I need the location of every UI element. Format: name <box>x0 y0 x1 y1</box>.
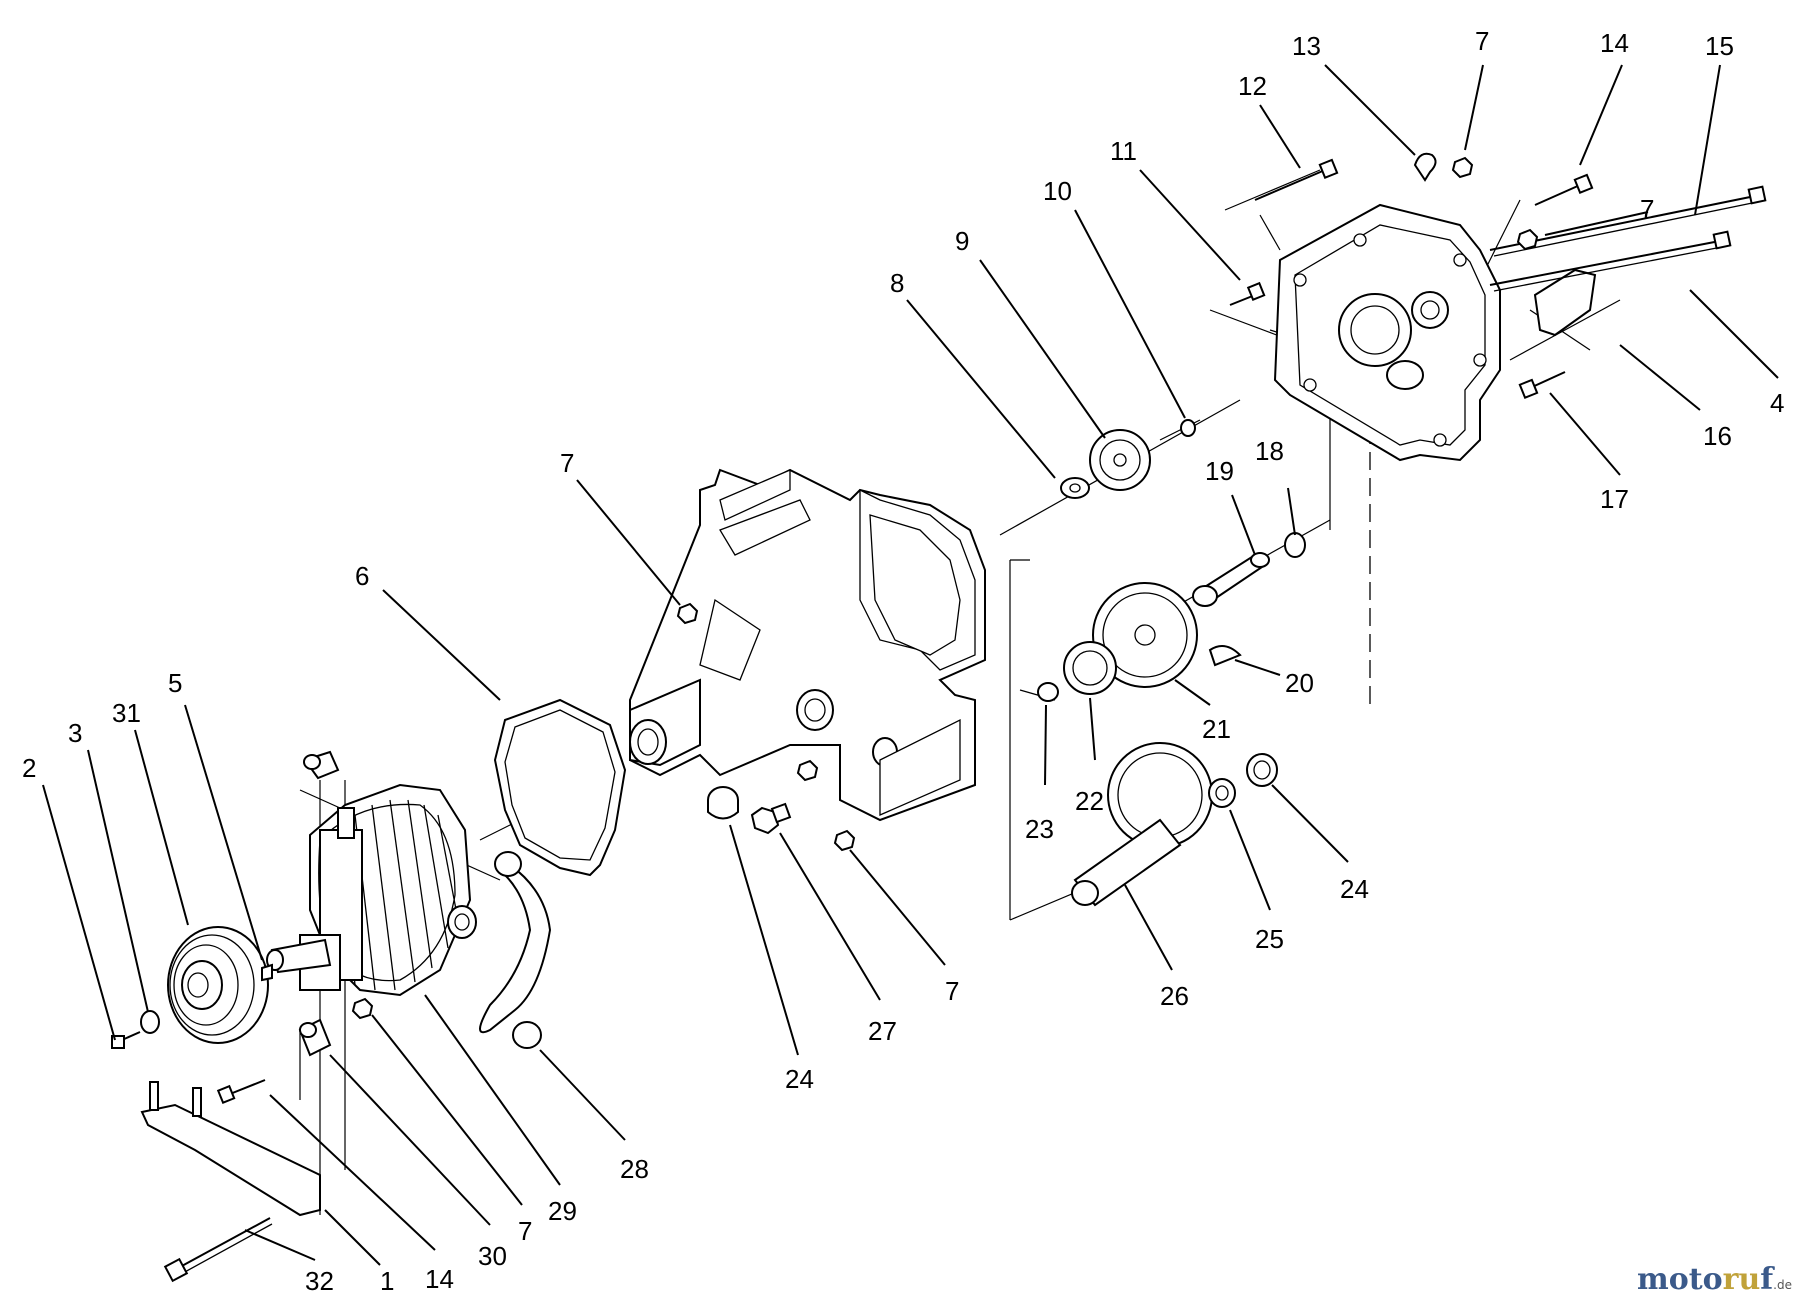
bushing-part-18 <box>1284 532 1306 558</box>
pulley-part-31 <box>167 926 269 1044</box>
ring-part-10 <box>1180 419 1196 437</box>
callout-7-case-bottom: 7 <box>945 976 959 1006</box>
callout-10: 10 <box>1043 176 1072 206</box>
callout-21: 21 <box>1202 714 1231 744</box>
bolt-part-14-lower <box>216 1079 266 1105</box>
fitting-part-27 <box>750 802 792 835</box>
transmission-cover <box>1273 203 1501 462</box>
callout-24-left: 24 <box>785 1064 814 1094</box>
transmission-case <box>629 468 986 822</box>
callout-3: 3 <box>68 718 82 748</box>
callout-8: 8 <box>890 268 904 298</box>
bolt-part-2 <box>111 1031 141 1049</box>
callout-27: 27 <box>868 1016 897 1046</box>
callout-7-case-top: 7 <box>560 448 574 478</box>
callout-15: 15 <box>1705 31 1734 61</box>
gear-part-21 <box>1092 582 1198 688</box>
gear-part-26 <box>1071 742 1213 907</box>
callout-1: 1 <box>380 1266 394 1296</box>
pump-nut-7 <box>351 997 374 1020</box>
callout-31: 31 <box>112 698 141 728</box>
bracket-part-16 <box>1533 268 1597 337</box>
callout-25: 25 <box>1255 924 1284 954</box>
bushing-part-24-left <box>707 786 739 820</box>
key-part-20 <box>1208 645 1242 667</box>
gasket-part-6 <box>493 698 627 877</box>
washer-part-25 <box>1208 778 1236 808</box>
callout-16: 16 <box>1703 421 1732 451</box>
callout-2: 2 <box>22 753 36 783</box>
callout-17: 17 <box>1600 484 1629 514</box>
callout-14-bottom: 14 <box>425 1264 454 1294</box>
oil-line-part-28 <box>479 851 552 1049</box>
callout-32: 32 <box>305 1266 334 1296</box>
gear-part-22 <box>1063 641 1117 695</box>
washer-part-8 <box>1060 477 1090 499</box>
callout-26: 26 <box>1160 981 1189 1011</box>
callout-labels: 2 3 31 5 6 7 8 9 10 11 12 13 7 14 15 7 4… <box>22 26 1784 1296</box>
callout-24-right: 24 <box>1340 874 1369 904</box>
leader-lines <box>42 64 1779 1266</box>
callout-4: 4 <box>1770 388 1784 418</box>
small-bolts <box>1229 158 1594 400</box>
shaft-part-19 <box>1192 552 1270 607</box>
watermark-part-c: f <box>1760 1262 1774 1297</box>
callout-12: 12 <box>1238 71 1267 101</box>
callout-18: 18 <box>1255 436 1284 466</box>
callout-7-pump: 7 <box>518 1216 532 1246</box>
callout-23: 23 <box>1025 814 1054 844</box>
callout-5: 5 <box>168 668 182 698</box>
callout-20: 20 <box>1285 668 1314 698</box>
pump-elbow-fittings <box>298 750 340 1057</box>
callout-29: 29 <box>548 1196 577 1226</box>
callout-11: 11 <box>1110 136 1137 166</box>
case-nuts <box>676 602 856 852</box>
top-nuts-and-clip <box>1413 152 1539 251</box>
gear-part-9 <box>1089 429 1151 491</box>
watermark-part-a: moto <box>1637 1262 1723 1297</box>
callout-9: 9 <box>955 226 969 256</box>
callout-6: 6 <box>355 561 369 591</box>
pump-part-29 <box>266 783 477 997</box>
watermark-part-b: ru <box>1722 1262 1761 1297</box>
key-part-5 <box>261 963 273 982</box>
callout-14-top: 14 <box>1600 28 1629 58</box>
watermark-logo: motoruf.de <box>1637 1262 1792 1297</box>
callout-22: 22 <box>1075 786 1104 816</box>
bolt-part-32 <box>163 1217 273 1283</box>
callout-13: 13 <box>1292 31 1321 61</box>
watermark-suffix: .de <box>1773 1278 1792 1292</box>
bushing-part-23 <box>1037 682 1059 702</box>
bracket-part-1 <box>140 1081 321 1217</box>
long-bolts-15-4 <box>1489 185 1767 292</box>
callout-7-right: 7 <box>1640 194 1654 224</box>
callout-30: 30 <box>478 1241 507 1271</box>
bushing-part-24-right <box>1246 753 1278 787</box>
callout-19: 19 <box>1205 456 1234 486</box>
washer-part-3 <box>140 1010 160 1034</box>
callout-28: 28 <box>620 1154 649 1184</box>
callout-7-top: 7 <box>1475 26 1489 56</box>
